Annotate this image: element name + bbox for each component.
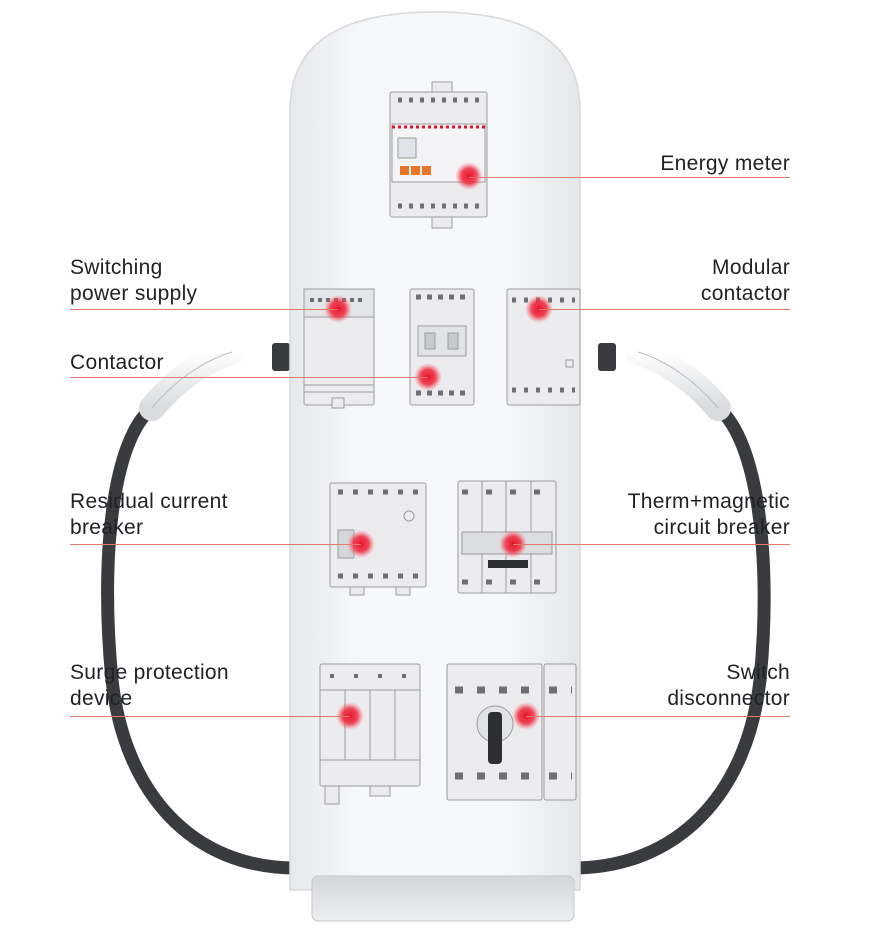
- hotspot-residual-current-breaker: [347, 530, 375, 558]
- leader-line-residual-current-breaker: [70, 544, 361, 545]
- energy-meter-device: [389, 81, 488, 229]
- label-line: Residual current: [70, 490, 228, 513]
- charging-cable-right: [561, 339, 771, 875]
- label-therm-magnetic-circuit-breaker: Therm+magnetic circuit breaker: [628, 489, 790, 541]
- label-line: breaker: [70, 516, 144, 539]
- label-line: disconnector: [667, 687, 790, 710]
- label-switch-disconnector: Switch disconnector: [667, 660, 790, 712]
- label-line: Modular: [712, 256, 790, 279]
- label-line: Switching: [70, 256, 163, 279]
- hotspot-switching-power-supply: [324, 295, 352, 323]
- label-residual-current-breaker: Residual current breaker: [70, 489, 228, 541]
- leader-line-switch-disconnector: [526, 716, 790, 717]
- charging-cable-left: [101, 339, 307, 875]
- leader-line-modular-contactor: [539, 309, 790, 310]
- hotspot-contactor: [414, 363, 442, 391]
- label-line: Energy meter: [660, 152, 790, 175]
- leader-line-therm-magnetic-circuit-breaker: [513, 544, 790, 545]
- residual-current-breaker-device: [329, 482, 427, 596]
- label-contactor: Contactor: [70, 350, 164, 376]
- label-line: contactor: [700, 282, 790, 305]
- leader-line-switching-power-supply: [70, 309, 338, 310]
- label-line: power supply: [70, 282, 198, 305]
- label-switching-power-supply: Switching power supply: [70, 255, 197, 307]
- label-surge-protection-device: Surge protection device: [70, 660, 229, 712]
- leader-line-surge-protection-device: [70, 716, 350, 717]
- surge-protection-device-unit: [319, 663, 421, 805]
- label-line: Contactor: [70, 351, 164, 374]
- label-line: Surge protection: [70, 661, 229, 684]
- switch-disconnector-device: [446, 663, 577, 801]
- hotspot-energy-meter: [455, 162, 483, 190]
- leader-line-contactor: [70, 377, 428, 378]
- label-line: device: [70, 687, 133, 710]
- label-line: circuit breaker: [653, 516, 790, 539]
- leader-line-energy-meter: [469, 177, 790, 178]
- switching-power-supply-device: [303, 288, 375, 409]
- label-line: Therm+magnetic: [627, 490, 790, 513]
- label-energy-meter: Energy meter: [660, 151, 790, 177]
- therm-magnetic-circuit-breaker-device: [457, 480, 557, 594]
- modular-contactor-device: [506, 288, 581, 406]
- label-line: Switch: [726, 661, 790, 684]
- label-modular-contactor: Modular contactor: [701, 255, 790, 307]
- hotspot-surge-protection-device: [336, 702, 364, 730]
